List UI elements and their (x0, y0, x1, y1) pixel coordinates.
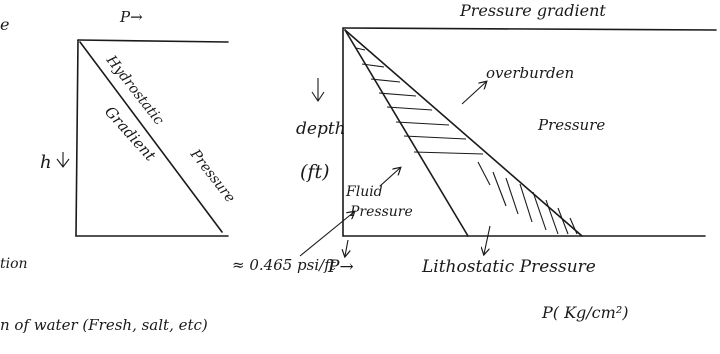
left-top-axis (77, 39, 229, 43)
left-depth-axis (75, 39, 79, 237)
depth-unit-label: (ft) (300, 161, 330, 183)
lithostatic-label: Lithostatic Pressure (421, 257, 596, 277)
depth-down-arrow-icon (311, 78, 325, 102)
lithostatic-arrow-icon (484, 225, 491, 254)
overburden-pressure-line (344, 29, 583, 237)
pressure-unit-label: P( Kg/cm²) (541, 303, 628, 322)
p-pointer-icon (345, 239, 348, 256)
gradient-value: ≈ 0.465 psi/ft (232, 256, 337, 274)
overburden-arrow-icon (461, 82, 486, 105)
cut-text-bottom-left: tion (0, 256, 28, 272)
hydrostatic-gradient-line (79, 41, 223, 233)
gradient-pointer-icon (299, 212, 354, 257)
right-top-axis (342, 27, 717, 31)
hatch-marks (355, 47, 578, 235)
pressure-gradient-title: Pressure gradient (459, 1, 606, 20)
depth-label: depth (296, 119, 346, 139)
pressure-label-left: Pressure (186, 146, 238, 206)
overburden-pressure-label: Pressure (537, 116, 605, 134)
cut-text-top-left: e (0, 15, 9, 34)
cut-text-footer: n of water (Fresh, salt, etc) (0, 316, 208, 334)
fluid-arrow-icon (379, 168, 400, 187)
left-pressure-axis-label: P→ (119, 8, 143, 26)
depth-symbol-h: h (40, 152, 52, 173)
fluid-label: Fluid (345, 184, 383, 200)
fluid-pressure-label: Pressure (349, 204, 413, 220)
right-pressure-axis-label: P→ (327, 257, 354, 277)
overburden-label: overburden (486, 64, 574, 82)
down-arrow-icon (56, 152, 70, 168)
